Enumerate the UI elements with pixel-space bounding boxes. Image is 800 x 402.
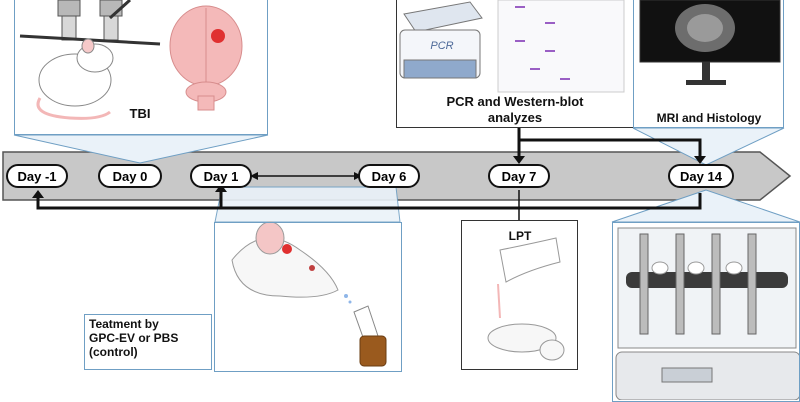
day1-day6-head-left	[250, 172, 258, 180]
treatment-line3: (control)	[89, 345, 138, 359]
pcr-machine-illustration	[399, 1, 483, 79]
day-minus1-pill: Day -1	[6, 164, 68, 188]
treatment-label: Teatment by GPC-EV or PBS (control)	[84, 314, 212, 370]
return-arrow-bottom	[36, 193, 702, 210]
rotarod-illustration	[615, 227, 800, 400]
pcr-western-label-line1: PCR and Western-blot	[446, 94, 584, 109]
stereotaxic-rat-illustration	[19, 0, 161, 120]
rat-head-illustration	[231, 221, 339, 298]
day-7-pill: Day 7	[488, 164, 550, 188]
mri-histology-label: MRI and Histology	[656, 111, 762, 125]
rotarod-panel	[612, 222, 800, 402]
lpt-hand-rat-illustration	[487, 237, 565, 361]
pcr-device-text: PCR	[430, 40, 454, 52]
lpt-panel	[461, 220, 578, 370]
day1-drop-head	[215, 184, 227, 192]
pcr-western-label-line2: analyzes	[487, 110, 543, 125]
mri-panel	[633, 0, 784, 128]
treatment-connector	[214, 186, 401, 223]
treatment-line2: GPC-EV or PBS	[89, 331, 179, 345]
pcr-to-day14-head	[694, 156, 706, 164]
pcr-to-day7-head	[513, 156, 525, 164]
day-1-pill: Day 1	[190, 164, 252, 188]
treatment-panel	[214, 222, 402, 372]
lpt-label: LPT	[508, 229, 532, 243]
return-arrow-head-left	[32, 190, 44, 198]
tbi-label: TBI	[129, 106, 151, 121]
brain-illustration	[169, 5, 243, 111]
day-6-pill: Day 6	[358, 164, 420, 188]
pcr-western-label: PCR and Western-blot analyzes	[400, 94, 630, 126]
mri-connector	[632, 127, 785, 166]
treatment-line1: Teatment by	[89, 317, 159, 331]
dropper-bottle-illustration	[344, 294, 387, 367]
tbi-connector	[13, 134, 269, 164]
western-blot-illustration	[497, 0, 625, 93]
day-0-pill: Day 0	[98, 164, 162, 188]
pcr-to-day14-line	[519, 138, 702, 158]
day-14-pill: Day 14	[668, 164, 734, 188]
mri-monitor-illustration	[639, 0, 781, 85]
tbi-panel	[14, 0, 268, 135]
